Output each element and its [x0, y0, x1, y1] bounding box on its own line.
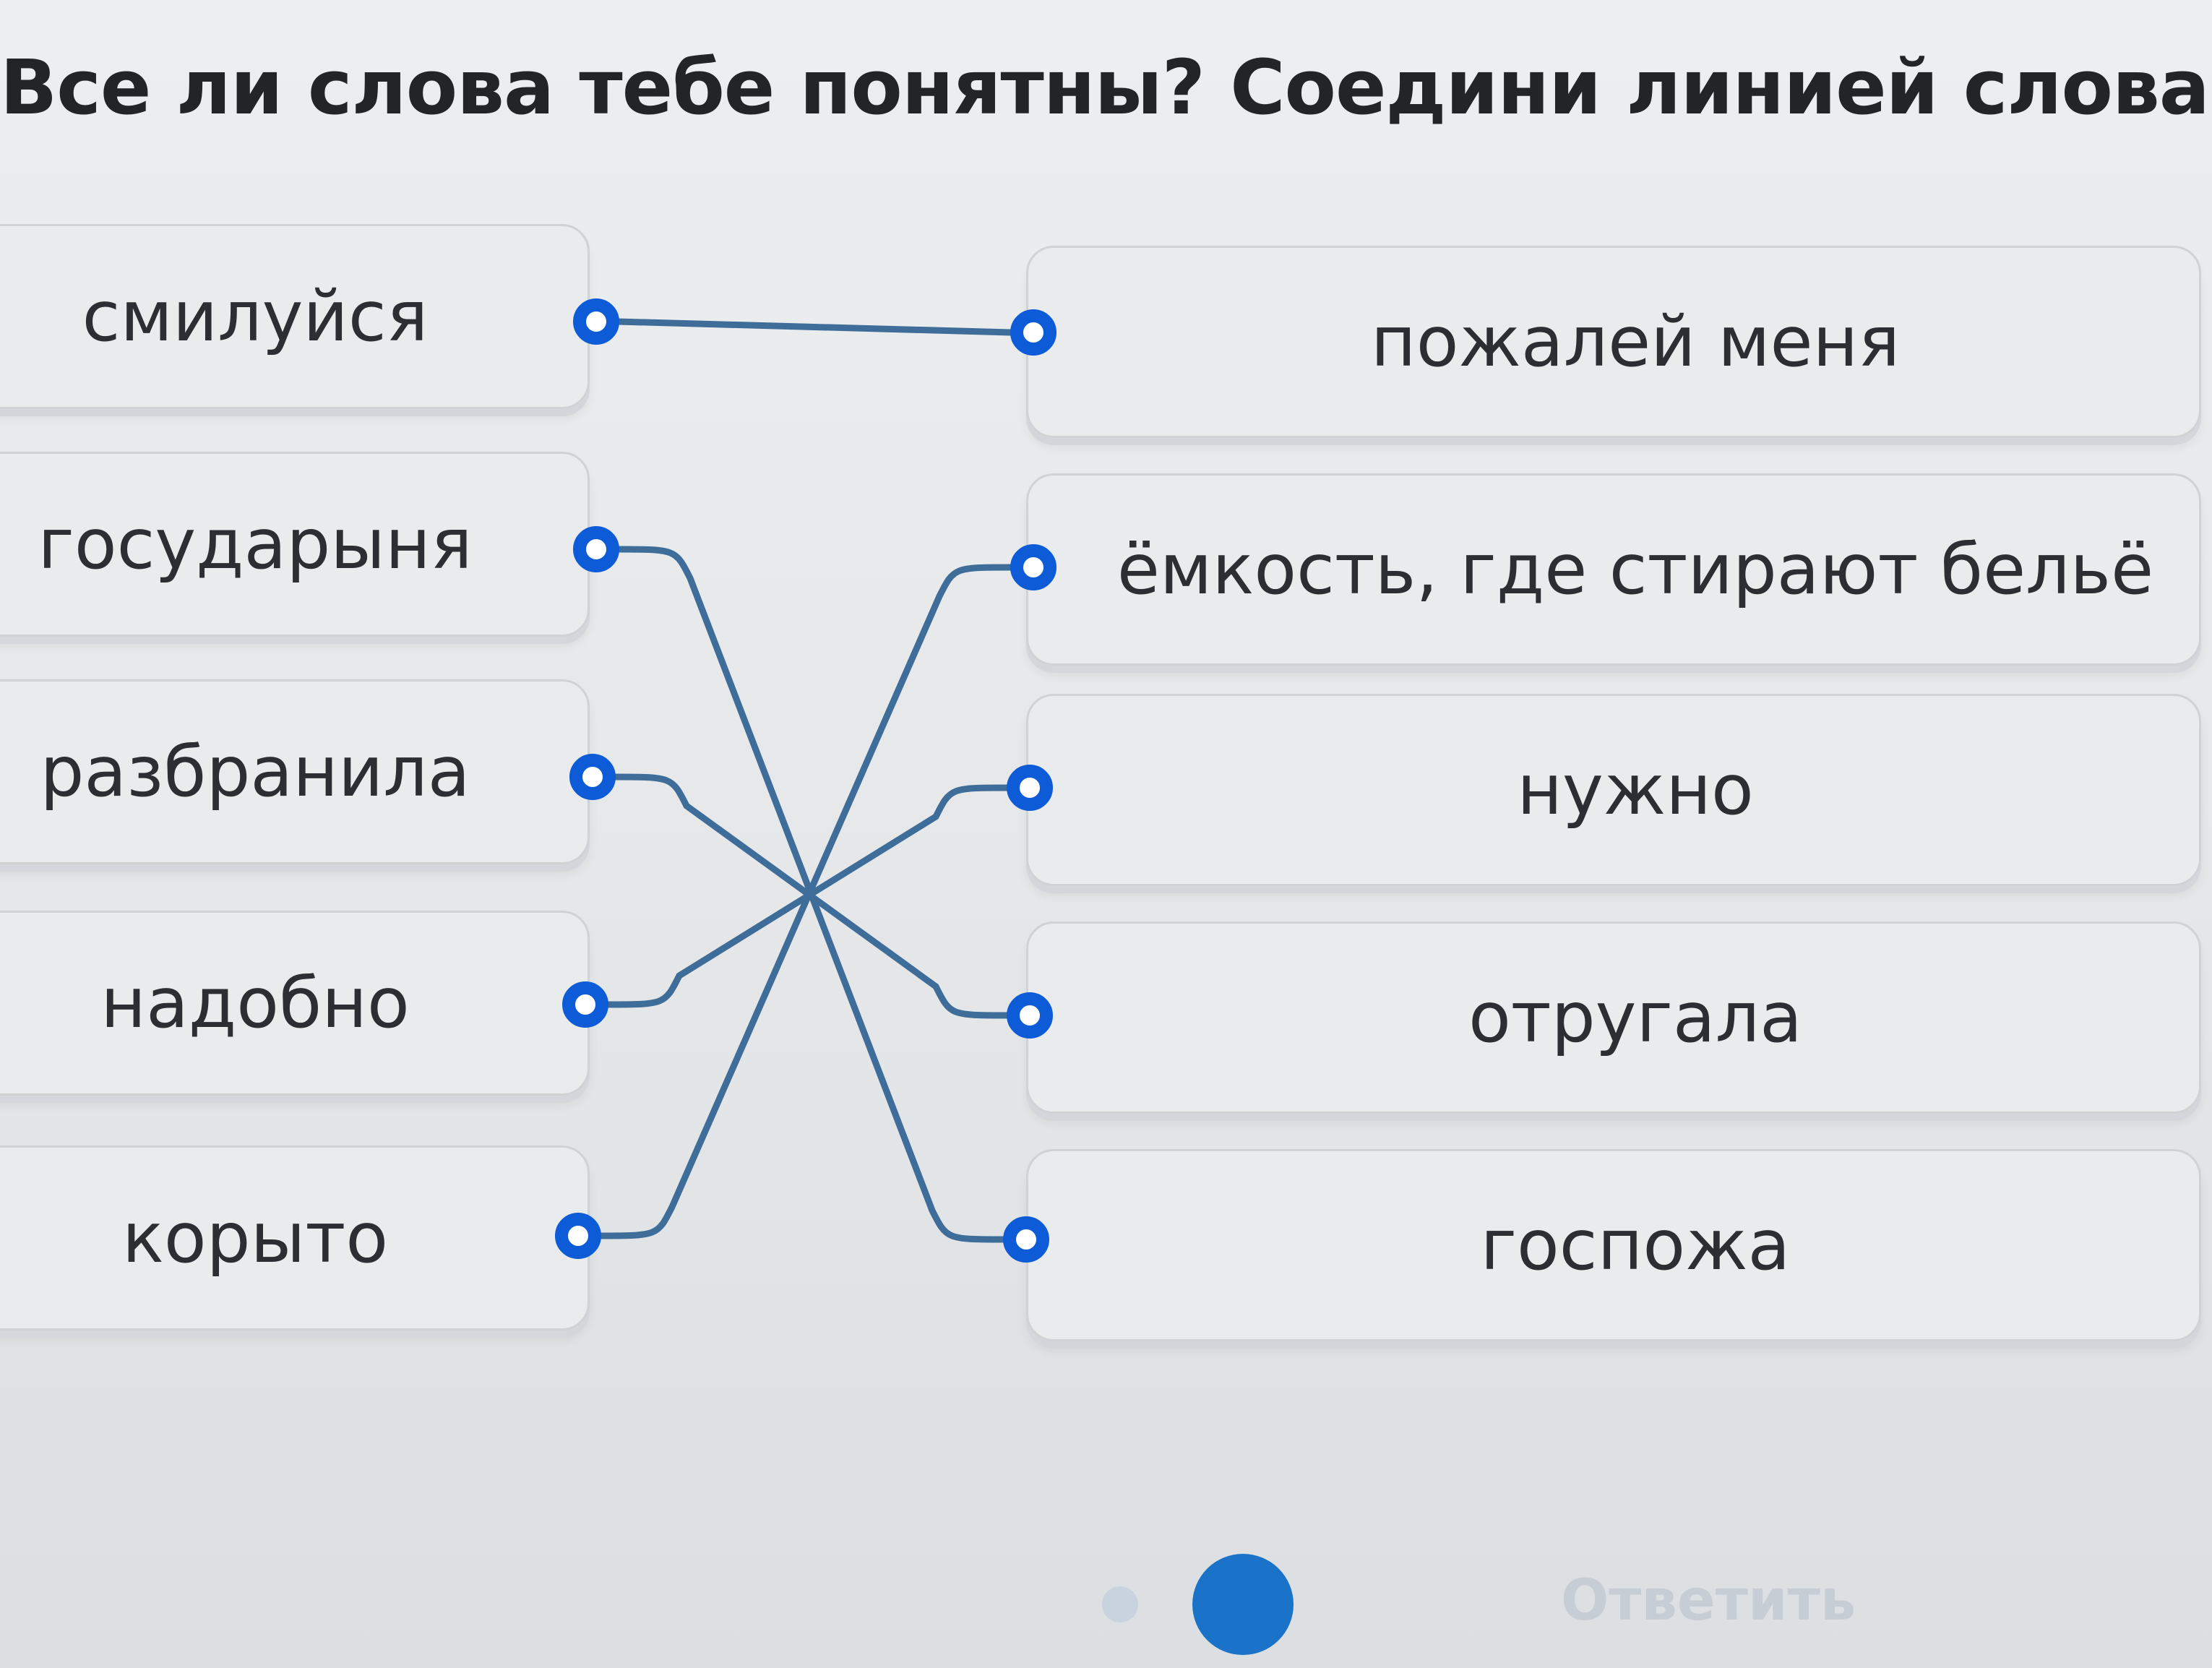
right-connector-dot[interactable] — [1010, 309, 1056, 356]
right-meaning: отругала — [1468, 977, 1802, 1058]
connection-line — [614, 546, 1008, 1243]
pager-dot-inactive[interactable] — [1102, 1586, 1138, 1622]
right-card-otrugala[interactable]: отругала — [1026, 921, 2201, 1114]
left-card-smiluysya[interactable]: смилуйся — [0, 224, 590, 409]
right-card-nuzhno[interactable]: нужно — [1026, 694, 2201, 886]
right-connector-dot[interactable] — [1007, 992, 1053, 1039]
left-card-razbranila[interactable]: разбранила — [0, 679, 590, 864]
pager-dot-active[interactable] — [1192, 1554, 1294, 1655]
left-connector-dot[interactable] — [569, 754, 616, 800]
left-word: надобно — [100, 963, 410, 1044]
connection-line — [596, 564, 1015, 1239]
instruction-text: Все ли слова тебе понятны? Соедини линие… — [0, 43, 2212, 132]
left-word: разбранила — [40, 731, 470, 812]
left-connector-dot[interactable] — [573, 526, 619, 572]
right-card-pozhaley-menya[interactable]: пожалей меня — [1026, 246, 2201, 438]
right-connector-dot[interactable] — [1003, 1216, 1049, 1263]
right-meaning: госпожа — [1480, 1205, 1791, 1286]
left-card-koryto[interactable]: корыто — [0, 1145, 590, 1330]
left-word: корыто — [121, 1198, 389, 1278]
connection-line — [614, 318, 1015, 336]
answer-button[interactable]: Ответить — [1561, 1568, 1856, 1633]
right-card-gospozha[interactable]: госпожа — [1026, 1149, 2201, 1341]
connection-line — [603, 784, 1012, 1008]
right-meaning: нужно — [1517, 749, 1754, 830]
connection-line — [611, 773, 1012, 1019]
left-connector-dot[interactable] — [555, 1213, 601, 1259]
left-word: государыня — [38, 504, 473, 585]
left-connector-dot[interactable] — [562, 981, 608, 1028]
left-word: смилуйся — [82, 276, 429, 357]
right-connector-dot[interactable] — [1007, 765, 1053, 811]
right-meaning: пожалей меня — [1370, 301, 1901, 382]
left-card-nadobno[interactable]: надобно — [0, 911, 590, 1096]
left-card-gosudarynya[interactable]: государыня — [0, 452, 590, 637]
left-connector-dot[interactable] — [573, 298, 619, 345]
right-meaning: ёмкость, где стирают бельё — [1116, 529, 2154, 610]
right-card-emkost[interactable]: ёмкость, где стирают бельё — [1026, 473, 2201, 666]
right-connector-dot[interactable] — [1010, 544, 1056, 590]
